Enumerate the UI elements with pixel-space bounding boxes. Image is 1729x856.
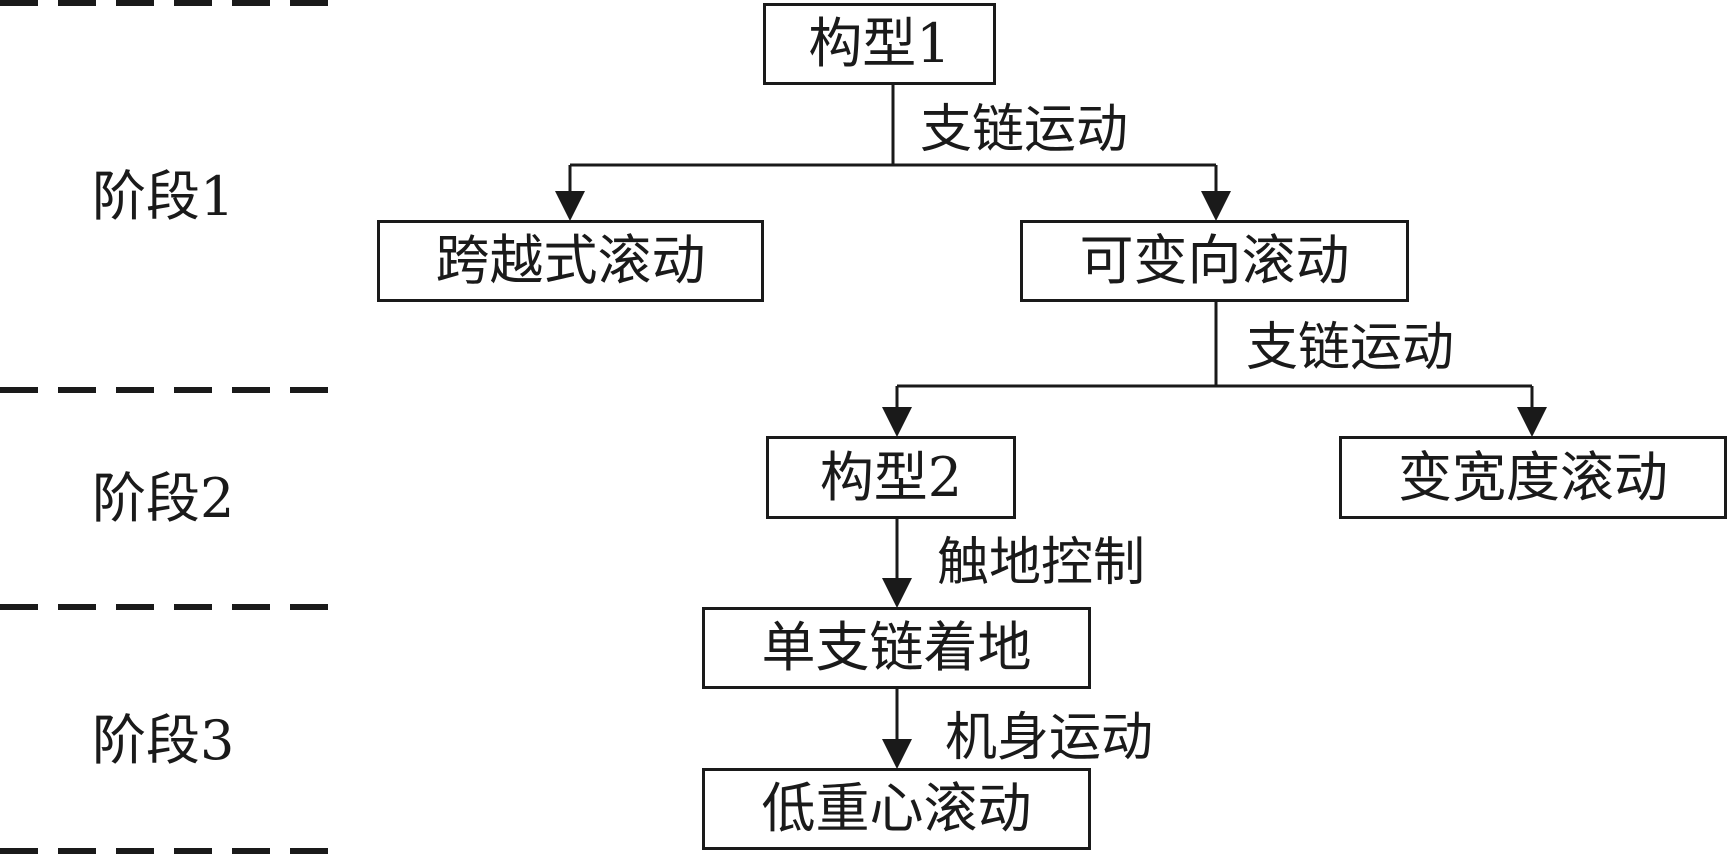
node-variable-width-roll: 变宽度滚动 — [1339, 436, 1727, 519]
node-low-cog-roll: 低重心滚动 — [702, 768, 1091, 850]
stage-label-2: 阶段2 — [92, 467, 235, 530]
node-config2: 构型2 — [766, 436, 1016, 519]
stage-label-3: 阶段3 — [92, 709, 235, 772]
edge-label-ground-control: 触地控制 — [937, 533, 1146, 593]
edge-label-body-motion: 机身运动 — [945, 708, 1154, 768]
edge-label-branch-motion-1: 支链运动 — [920, 100, 1129, 160]
node-variable-roll: 可变向滚动 — [1020, 220, 1409, 302]
node-config1: 构型1 — [763, 3, 996, 85]
node-single-chain-landing: 单支链着地 — [702, 607, 1091, 689]
edge-label-branch-motion-2: 支链运动 — [1246, 318, 1455, 378]
node-cross-roll: 跨越式滚动 — [377, 220, 764, 302]
stage-label-1: 阶段1 — [92, 165, 235, 228]
